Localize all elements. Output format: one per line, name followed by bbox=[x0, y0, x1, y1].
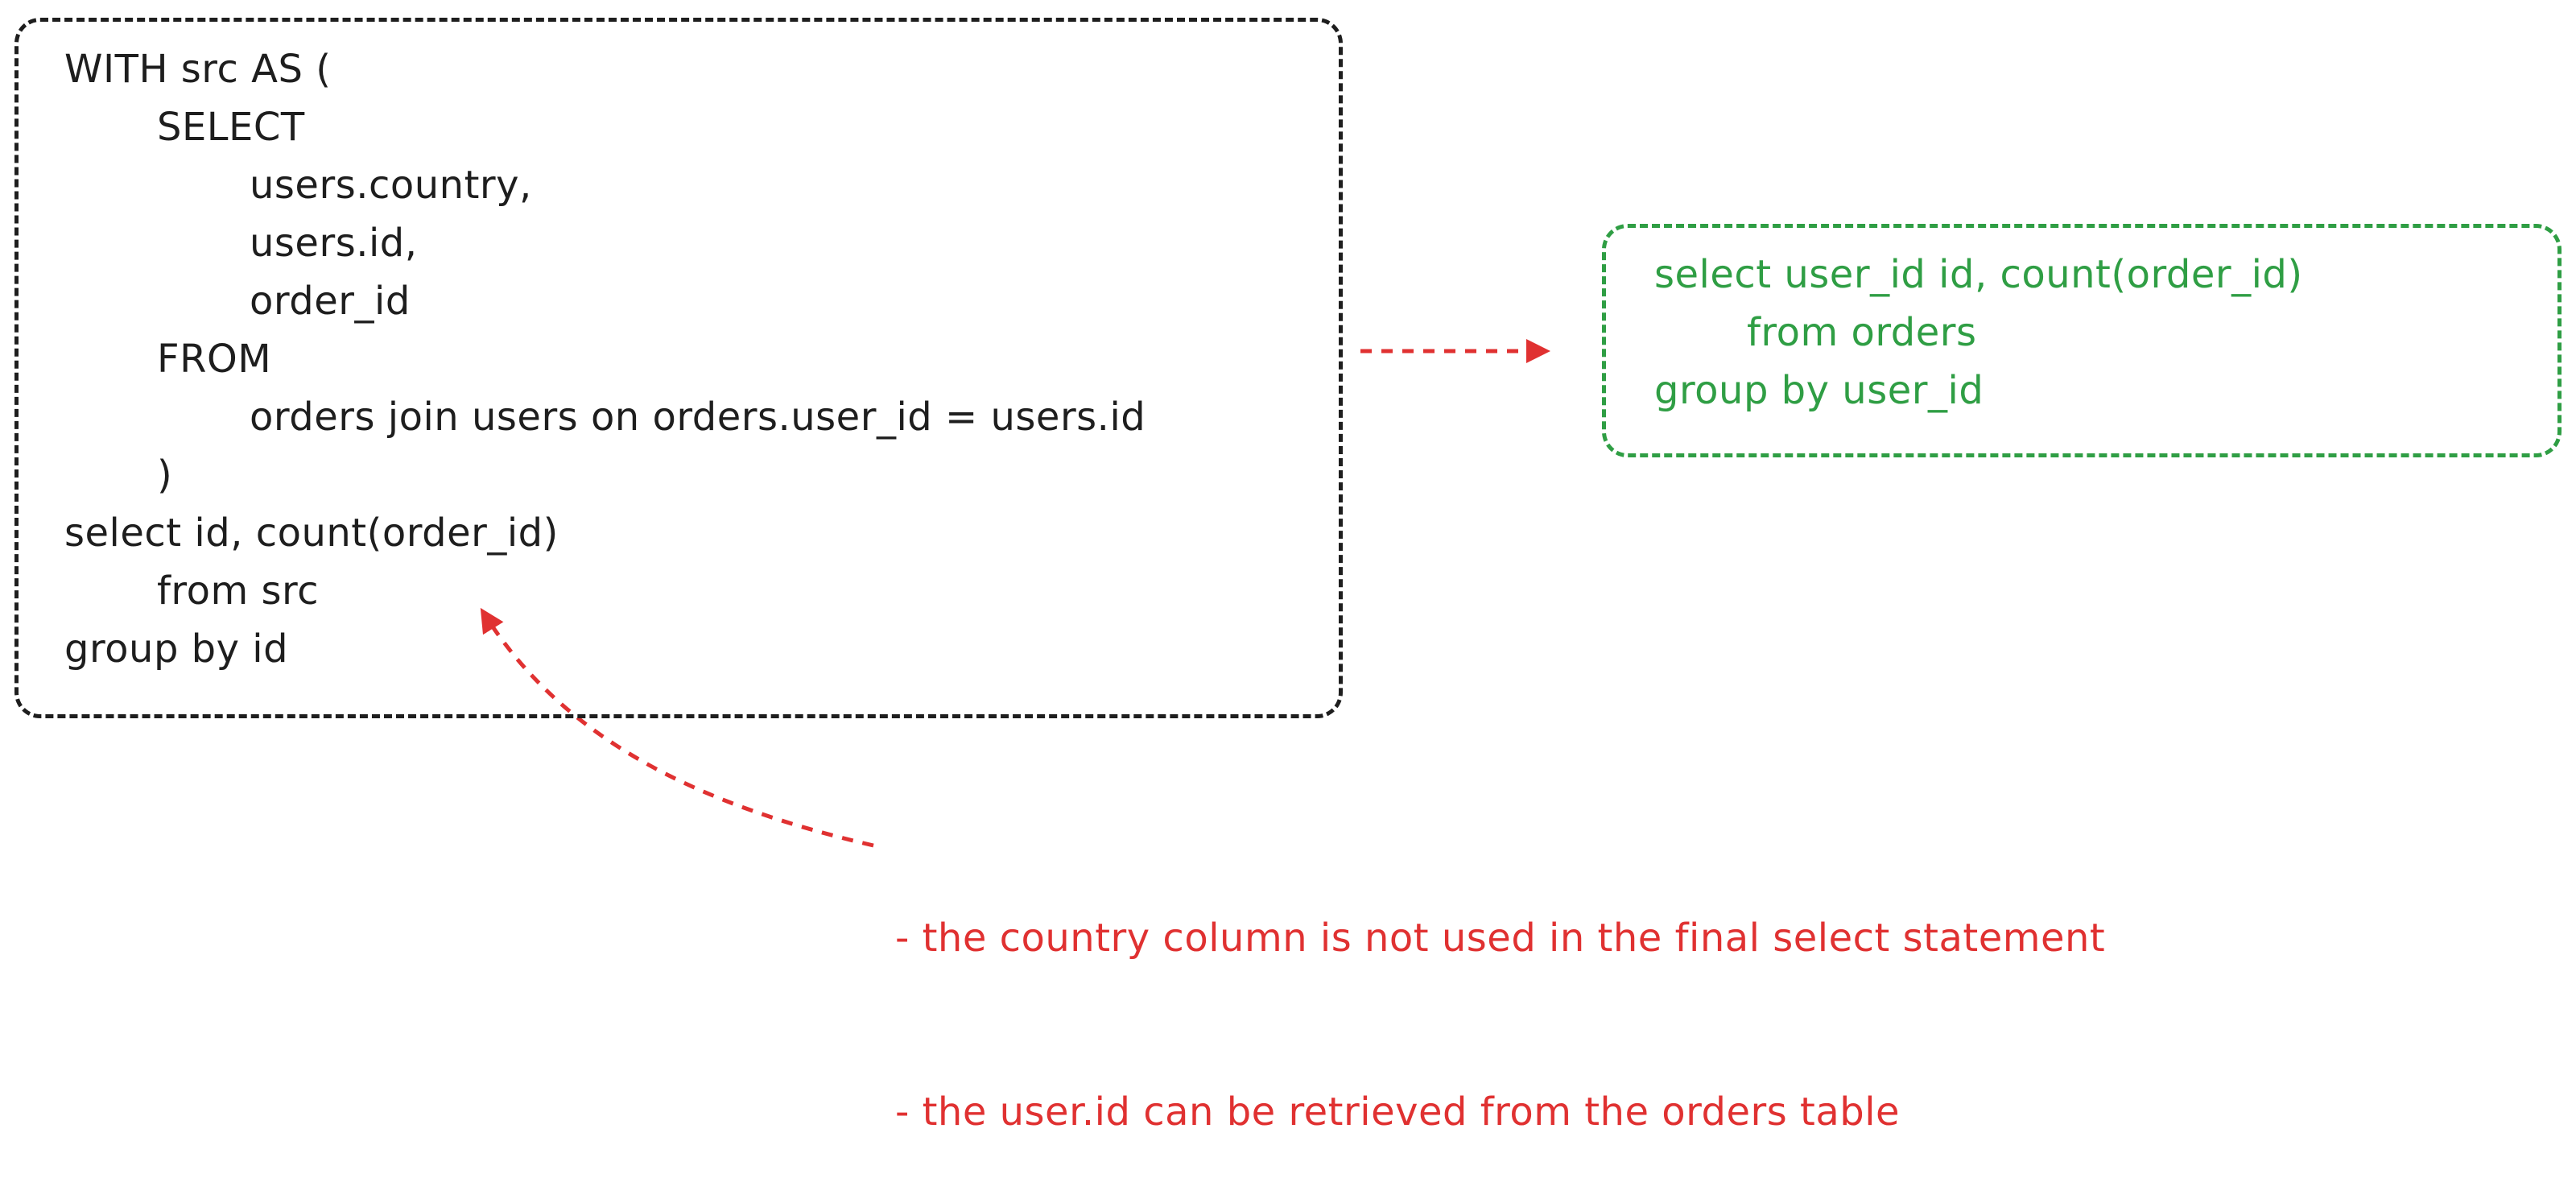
note-arrow bbox=[480, 607, 874, 848]
original-query-line: ) bbox=[157, 453, 173, 498]
original-query-line: from src bbox=[157, 568, 320, 614]
annotation-note: - the country column is not used in the … bbox=[895, 916, 2106, 961]
original-query-line: users.country, bbox=[250, 163, 532, 208]
original-query-line: group by id bbox=[64, 626, 289, 672]
optimized-query-line: select user_id id, count(order_id) bbox=[1654, 252, 2303, 297]
original-query-code: WITH src AS ( SELECT users.country, user… bbox=[64, 40, 1146, 736]
original-query-box bbox=[14, 18, 1343, 718]
optimized-query-line: from orders bbox=[1747, 310, 1977, 355]
original-query-line: orders join users on orders.user_id = us… bbox=[250, 395, 1146, 440]
original-query-line: SELECT bbox=[157, 105, 305, 150]
original-query-line: users.id, bbox=[250, 221, 418, 266]
optimized-query-code: select user_id id, count(order_id) from … bbox=[1654, 246, 2302, 478]
original-query-line: order_id bbox=[250, 279, 411, 324]
diagram-canvas bbox=[480, 339, 1550, 848]
annotation-note: - the user.id can be retrieved from the … bbox=[895, 1089, 1901, 1135]
original-query-line: WITH src AS ( bbox=[64, 47, 332, 92]
original-query-line: select id, count(order_id) bbox=[64, 511, 559, 556]
annotation-notes: - the country column is not used in the … bbox=[895, 793, 2105, 1199]
original-query-line: FROM bbox=[157, 337, 272, 382]
optimized-query-line: group by user_id bbox=[1654, 368, 1984, 413]
optimized-query-box bbox=[1602, 224, 2562, 457]
